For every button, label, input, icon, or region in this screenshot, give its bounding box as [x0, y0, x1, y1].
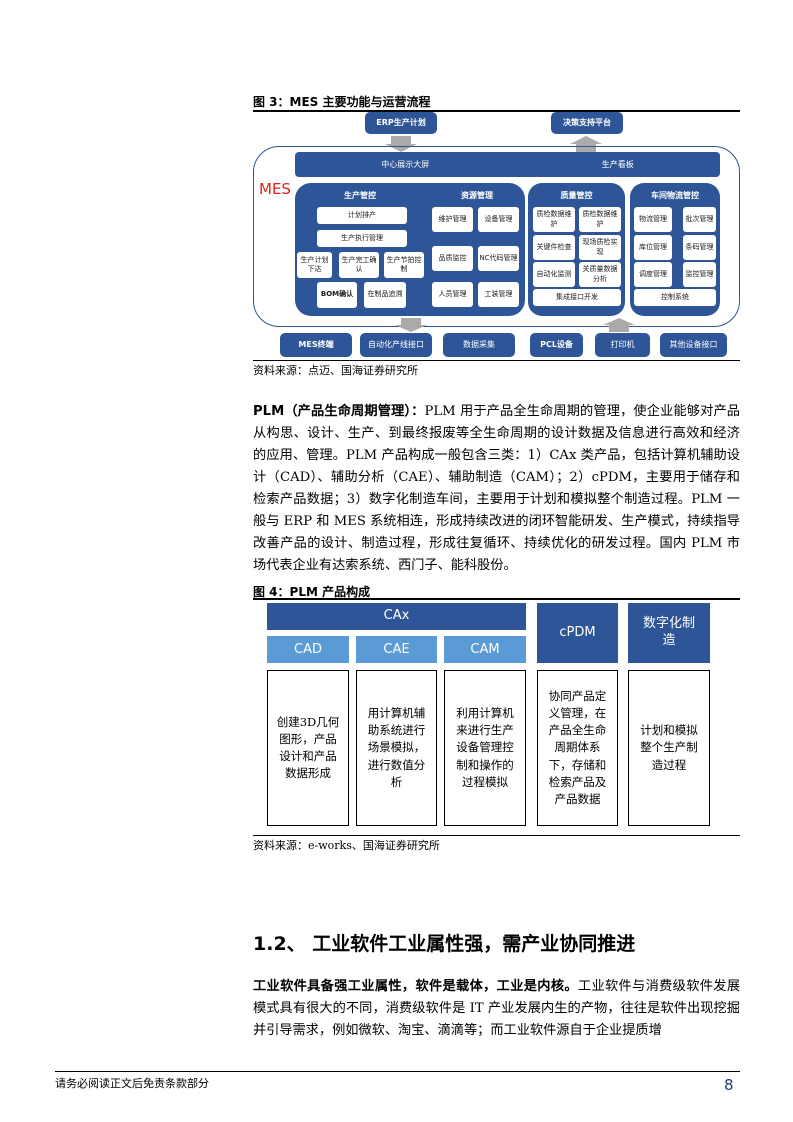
item: 关质量数据分析: [579, 262, 621, 287]
digital-header: 数字化制造: [628, 603, 710, 663]
bottom-box: 自动化产线接口: [360, 333, 432, 357]
plm-text: PLM 用于产品全生命周期的管理，使企业能够对产品从构思、设计、生产、到最终报废…: [253, 404, 740, 573]
down-arrow-icon: [401, 318, 421, 325]
item: 条码管理: [683, 235, 716, 260]
down-arrow-icon: [391, 136, 411, 144]
bottom-box: 打印机: [595, 333, 650, 357]
description-box: 用计算机辅助系统进行场景模拟，进行数值分析: [356, 670, 437, 826]
divider: [253, 110, 740, 112]
quality-title: 质量管控: [560, 191, 593, 200]
up-arrow-icon: [570, 136, 602, 144]
industrial-text: 工业软件与消费级软件发展模式具有很大的不同，消费级软件是 IT 产业发展内生的产…: [253, 979, 741, 1038]
bottom-box: 数据采集: [443, 333, 515, 357]
cax-header: CAx: [267, 603, 526, 630]
description-box: 创建3D几何图形，产品设计和产品数据形成: [267, 670, 349, 826]
bottom-box: MES终端: [280, 333, 352, 357]
item: 控制系统: [634, 289, 716, 306]
item: 设备管理: [478, 207, 519, 232]
description-box: 利用计算机来进行生产设备管理控制和操作的过程模拟: [444, 670, 526, 826]
item: 生产完工确认: [339, 252, 379, 278]
center-display: 中心展示大屏: [381, 159, 430, 169]
mes-frame: [253, 146, 740, 327]
item: 在制品追溯: [364, 282, 406, 308]
divider: [253, 598, 740, 600]
figure3-title: 图 3：MES 主要功能与运营流程: [253, 95, 431, 109]
mes-label: MES: [259, 180, 291, 198]
item: 质检数据维护: [533, 207, 575, 232]
figure4-source: 资料来源：e-works、国海证券研究所: [253, 839, 440, 852]
item: 调度管理: [634, 262, 672, 287]
item: 生产执行管理: [317, 230, 407, 247]
erp-box: ERP生产计划: [365, 112, 437, 134]
industrial-paragraph: 工业软件具备强工业属性，软件是载体，工业是内核。工业软件与消费级软件发展模式具有…: [253, 976, 740, 1042]
item: 监控管理: [683, 262, 716, 287]
item: 维护管理: [432, 207, 473, 232]
cad-box: CAD: [267, 636, 349, 663]
description-box: 协同产品定义管理，在产品全生命周期体系下，存储和检索产品及产品数据: [537, 670, 618, 826]
description-box: 计划和模拟整个生产制造过程: [628, 670, 710, 826]
divider: [253, 360, 740, 361]
cam-box: CAM: [444, 636, 526, 663]
up-arrow-icon: [603, 318, 635, 325]
bottom-box: PCL设备: [530, 333, 583, 357]
footer-disclaimer: 请务必阅读正文后免责条款部分: [55, 1077, 209, 1090]
production-title: 生产管控: [344, 191, 376, 200]
bottom-box: 其他设备接口: [660, 333, 727, 357]
item: NC代码管理: [478, 246, 519, 271]
item: 计划排产: [317, 207, 407, 224]
item: 工装管理: [478, 282, 519, 307]
item: 物流管理: [634, 207, 672, 232]
item: 库位管理: [634, 235, 672, 260]
industrial-lead: 工业软件具备强工业属性，软件是载体，工业是内核。: [253, 979, 578, 994]
item: 生产计划下达: [297, 252, 332, 278]
resource-title: 资源管理: [461, 191, 493, 200]
footer-divider: [55, 1071, 740, 1072]
figure3-source: 资料来源：点迈、国海证券研究所: [253, 364, 418, 377]
item: 现场质检实现: [579, 235, 621, 260]
plm-paragraph: PLM（产品生命周期管理）：PLM 用于产品全生命周期的管理，使企业能够对产品从…: [253, 401, 740, 577]
item: 人员管理: [432, 282, 473, 307]
decision-box: 决策支持平台: [551, 112, 623, 134]
item: 品质监控: [432, 246, 473, 271]
figure4-title: 图 4：PLM 产品构成: [253, 585, 371, 599]
item: 关键件检查: [533, 235, 575, 260]
cpdm-header: cPDM: [537, 603, 618, 663]
display-bar: 中心展示大屏 生产看板: [295, 152, 720, 177]
item: 批次管理: [683, 207, 716, 232]
item: 集成接口开发: [533, 289, 621, 306]
plm-lead: PLM（产品生命周期管理）：: [253, 404, 425, 419]
divider: [253, 835, 740, 836]
item: 自动化监测: [533, 262, 575, 287]
production-board: 生产看板: [601, 159, 634, 169]
item: BOM确认: [317, 282, 357, 308]
item: 生产节拍控制: [384, 252, 424, 278]
item: 质检数据维护: [579, 207, 621, 232]
page-number: 8: [724, 1076, 734, 1094]
logistics-title: 车间物流管控: [651, 191, 699, 200]
section-heading: 1.2、 工业软件工业属性强，需产业协同推进: [253, 933, 636, 955]
cae-box: CAE: [356, 636, 437, 663]
